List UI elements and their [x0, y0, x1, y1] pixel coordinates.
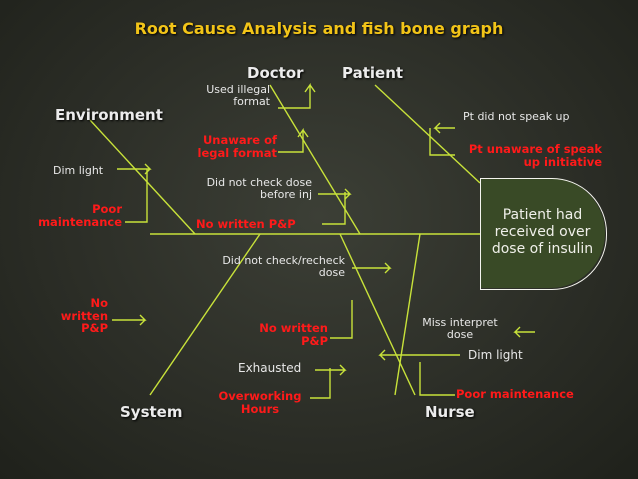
arrow-no-written-system [112, 314, 147, 326]
category-doctor: Doctor [247, 64, 304, 82]
bone-nurse [339, 233, 416, 396]
category-environment: Environment [55, 106, 163, 124]
arrow-dim-light-nurse [378, 349, 460, 361]
page-title: Root Cause Analysis and fish bone graph [134, 19, 504, 38]
category-nurse: Nurse [425, 403, 475, 421]
cause-unaware-legal-format: Unaware of legal format [197, 133, 278, 160]
cause-no-written-pp-doctor: No written P&P [196, 217, 296, 231]
arrow-poor-maint-nurse [419, 362, 455, 396]
cause-dim-light-env: Dim light [53, 164, 104, 177]
bone-environment [89, 119, 196, 235]
category-patient: Patient [342, 64, 404, 82]
cause-did-not-recheck: Did not check/recheck dose [222, 254, 345, 280]
cause-did-not-check-dose: Did not check dose before inj [206, 176, 312, 202]
arrow-pt-speak [433, 122, 455, 134]
cause-overworking-hours: Overworking Hours [218, 389, 302, 416]
arrow-poor-maint-env [125, 169, 148, 223]
arrow-dim-light-env [117, 163, 152, 175]
cause-pt-did-not-speak: Pt did not speak up [463, 110, 570, 123]
category-system: System [120, 403, 183, 421]
cause-exhausted: Exhausted [238, 361, 302, 375]
bone-nurse-mid [394, 233, 421, 396]
arrow-used-illegal [278, 82, 316, 109]
arrow-miss-interpret [513, 326, 535, 338]
arrow-no-written-doctor [322, 192, 346, 225]
cause-poor-maintenance-env: Poor maintenance [38, 202, 122, 229]
arrow-recheck [352, 262, 392, 274]
arrow-pt-unaware [429, 128, 455, 156]
effect-text: Patient had received over dose of insuli… [491, 207, 594, 257]
arrow-overworking [310, 368, 331, 399]
bone-system [149, 233, 261, 396]
arrow-no-written-system2 [330, 300, 353, 339]
cause-no-written-pp-system: No written P&P [60, 296, 108, 336]
cause-pt-unaware-speak: Pt unaware of speak up initiative [468, 142, 602, 169]
cause-poor-maintenance-nurse: Poor maintenance [456, 387, 574, 401]
arrow-unaware-legal [278, 127, 309, 153]
cause-dim-light-nurse: Dim light [468, 348, 523, 362]
cause-used-illegal-format: Used illegal format [206, 83, 270, 109]
arrow-check-dose [318, 188, 352, 200]
arrow-exhausted [315, 364, 347, 376]
bone-patient [374, 84, 481, 184]
effect-head-outline [480, 178, 607, 290]
cause-miss-interpret-dose: Miss interpret dose [422, 316, 498, 342]
cause-no-written-pp-system2: No written P&P [259, 321, 328, 348]
